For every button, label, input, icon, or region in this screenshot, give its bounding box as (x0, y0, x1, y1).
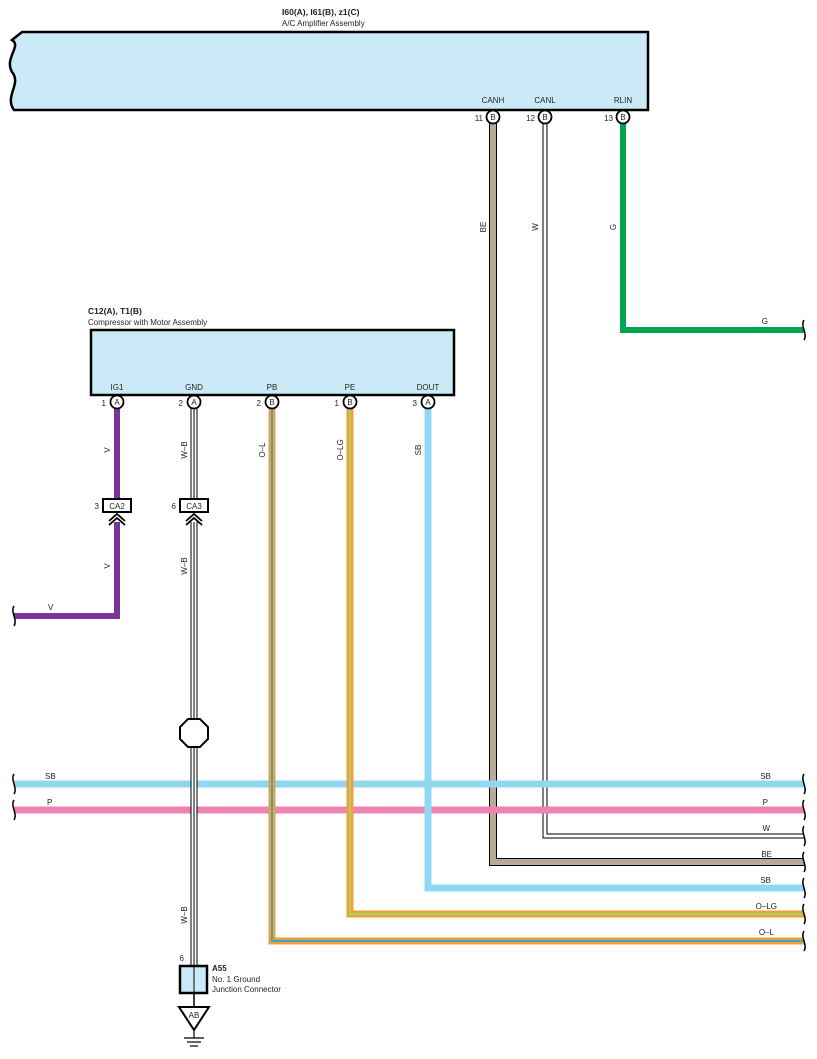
compressor-connector-ids: C12(A), T1(B) (88, 306, 142, 316)
ground-connector-id: A55 (212, 964, 227, 973)
pin-label-pb: PB (267, 383, 278, 392)
svg-text:A: A (425, 398, 431, 407)
ground-connector-pin: 6 (180, 954, 185, 963)
exit-label-be-right: BE (761, 850, 772, 859)
svg-text:A: A (191, 398, 197, 407)
amplifier-body (8, 30, 650, 112)
wire-be (490, 118, 804, 865)
exit-label-p-right: P (763, 798, 768, 807)
pin-label-gnd: GND (185, 383, 203, 392)
wire-label-wb-ground: W–B (180, 906, 189, 923)
wire-w-outline (542, 118, 804, 839)
compressor-name: Compressor with Motor Assembly (88, 318, 207, 327)
pin-circle-canl: B (537, 109, 553, 125)
wire-label-v-lower: V (103, 563, 112, 569)
svg-text:AB: AB (189, 1011, 200, 1020)
svg-text:A: A (114, 398, 120, 407)
break-marks-right (802, 319, 806, 952)
wire-v-lower (14, 522, 120, 619)
ground-connector-name-2: Junction Connector (212, 985, 281, 994)
pin-number-canl: 12 (526, 114, 535, 123)
splice-point-octagon (179, 718, 209, 748)
svg-text:B: B (542, 113, 547, 122)
pin-number-rlin: 13 (604, 114, 613, 123)
pin-label-rlin: RLIN (614, 96, 632, 105)
exit-label-p-left: P (47, 798, 52, 807)
wire-label-sb: SB (414, 445, 423, 456)
exit-label-sb-right: SB (760, 772, 771, 781)
wire-olg-stripe (349, 408, 804, 915)
wire-w (543, 118, 804, 838)
ground-symbol-icon (184, 1030, 204, 1047)
pin-number-pb: 2 (257, 399, 262, 408)
wire-sb (424, 408, 804, 892)
wire-label-v: V (103, 447, 112, 453)
svg-text:B: B (620, 113, 625, 122)
pin-circle-pe: B (342, 394, 358, 410)
exit-label-w-right: W (762, 824, 770, 833)
ground-point-triangle: AB (177, 1006, 211, 1032)
pin-label-canh: CANH (482, 96, 505, 105)
wire-label-wb-lower: W–B (180, 557, 189, 574)
wire-label-ol: O–L (258, 442, 267, 458)
exit-label-olg-right: O–LG (756, 902, 777, 911)
pin-label-dout: DOUT (417, 383, 440, 392)
pin-number-dout: 3 (413, 399, 418, 408)
exit-label-sb-left: SB (45, 772, 56, 781)
inline-connector-ca3-pin: 6 (172, 502, 177, 511)
pin-label-pe: PE (345, 383, 356, 392)
exit-label-g: G (762, 317, 768, 326)
inline-connector-ca3: CA3 (179, 498, 209, 526)
compressor-body (89, 328, 456, 397)
inline-connector-ca2: CA2 (102, 498, 132, 526)
pin-circle-pb: B (264, 394, 280, 410)
wire-label-w: W (531, 223, 540, 231)
wire-label-be: BE (479, 222, 488, 233)
svg-text:B: B (269, 398, 274, 407)
svg-text:CA3: CA3 (186, 502, 202, 511)
break-marks-left (12, 605, 16, 821)
amplifier-connector-ids: I60(A), I61(B), z1(C) (282, 7, 360, 17)
wire-label-olg: O–LG (336, 439, 345, 460)
exit-label-v-left: V (48, 603, 54, 612)
wire-label-wb: W–B (180, 441, 189, 458)
exit-label-ol-right: O–L (759, 928, 775, 937)
pin-label-canl: CANL (534, 96, 556, 105)
exit-label-sb2-right: SB (760, 876, 771, 885)
wire-g (620, 118, 804, 333)
wire-label-g: G (609, 224, 618, 230)
amplifier-name: A/C Amplifier Assembly (282, 19, 365, 28)
ground-junction-connector (178, 964, 209, 995)
svg-text:CA2: CA2 (109, 502, 125, 511)
inline-connector-ca2-pin: 3 (95, 502, 100, 511)
pin-circle-canh: B (485, 109, 501, 125)
pin-circle-rlin: B (615, 109, 631, 125)
wire-ol-stripe (271, 408, 804, 942)
svg-text:B: B (490, 113, 495, 122)
pin-circle-dout: A (420, 394, 436, 410)
pin-circle-ig1: A (109, 394, 125, 410)
pin-number-gnd: 2 (179, 399, 184, 408)
pin-number-pe: 1 (335, 399, 340, 408)
pin-number-canh: 11 (475, 114, 484, 123)
svg-text:B: B (347, 398, 352, 407)
pin-circle-gnd: A (186, 394, 202, 410)
ground-connector-name-1: No. 1 Ground (212, 975, 260, 984)
pin-number-ig1: 1 (102, 399, 107, 408)
pin-label-ig1: IG1 (111, 383, 124, 392)
